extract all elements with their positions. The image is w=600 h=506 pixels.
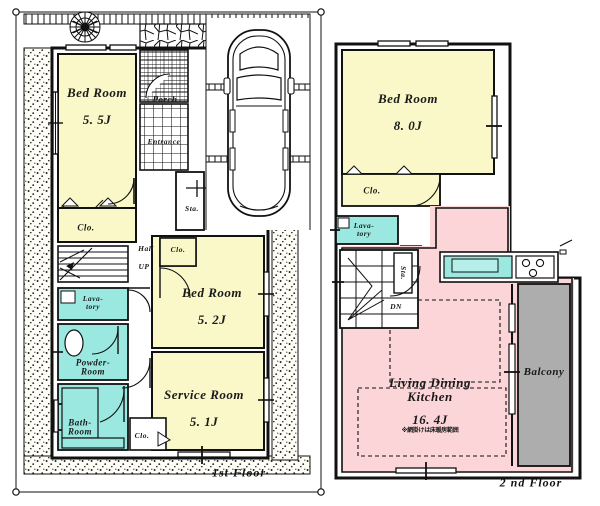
window-bedroom-55j <box>48 91 63 155</box>
floor-heating-zone <box>357 299 507 457</box>
gravel-strip-west <box>23 47 55 473</box>
window-service-room <box>258 377 274 423</box>
stairs-label-box-2f <box>393 252 413 294</box>
room-bedroom-55j <box>57 53 137 209</box>
closet-bedroom-80j <box>341 165 441 207</box>
window-south-1f <box>177 446 231 464</box>
door-stairs-2f <box>389 265 421 297</box>
room-bedroom-80j <box>341 49 495 175</box>
hall-stairs-up <box>57 245 129 283</box>
door-bedroom-80j <box>409 174 441 207</box>
room-lavatory-1f <box>57 287 151 321</box>
room-bath-room <box>52 383 129 451</box>
area-entrance <box>139 103 189 171</box>
window-north-1f <box>65 44 137 51</box>
room-service-room <box>151 351 265 451</box>
window-south-2f <box>395 462 457 480</box>
closet-bedroom-55j <box>57 197 137 243</box>
window-bedroom-52j <box>258 271 274 317</box>
stairs-1f <box>175 171 208 231</box>
door-service-room <box>121 358 151 389</box>
window-north-2f <box>377 40 449 47</box>
tree-shrub-icon <box>69 11 101 43</box>
closet-service <box>129 417 171 451</box>
closet-hall <box>159 237 197 267</box>
room-powder-room <box>53 323 129 381</box>
area-porch <box>139 49 189 103</box>
floor-tag-1st: 1st Floor <box>211 465 267 480</box>
window-east-bedroom-80j <box>486 95 502 159</box>
door-bedroom-52j <box>159 266 191 299</box>
window-east-2f <box>559 239 573 255</box>
stone-paving <box>139 23 219 51</box>
kitchen-counter <box>439 251 559 283</box>
room-lavatory-2f <box>330 215 399 245</box>
balcony <box>504 283 571 467</box>
site-boundary-1f <box>12 8 325 496</box>
door-bedroom-55j <box>107 177 135 205</box>
car-icon <box>223 29 295 217</box>
floor-tag-2nd: 2 nd Floor <box>499 475 563 490</box>
